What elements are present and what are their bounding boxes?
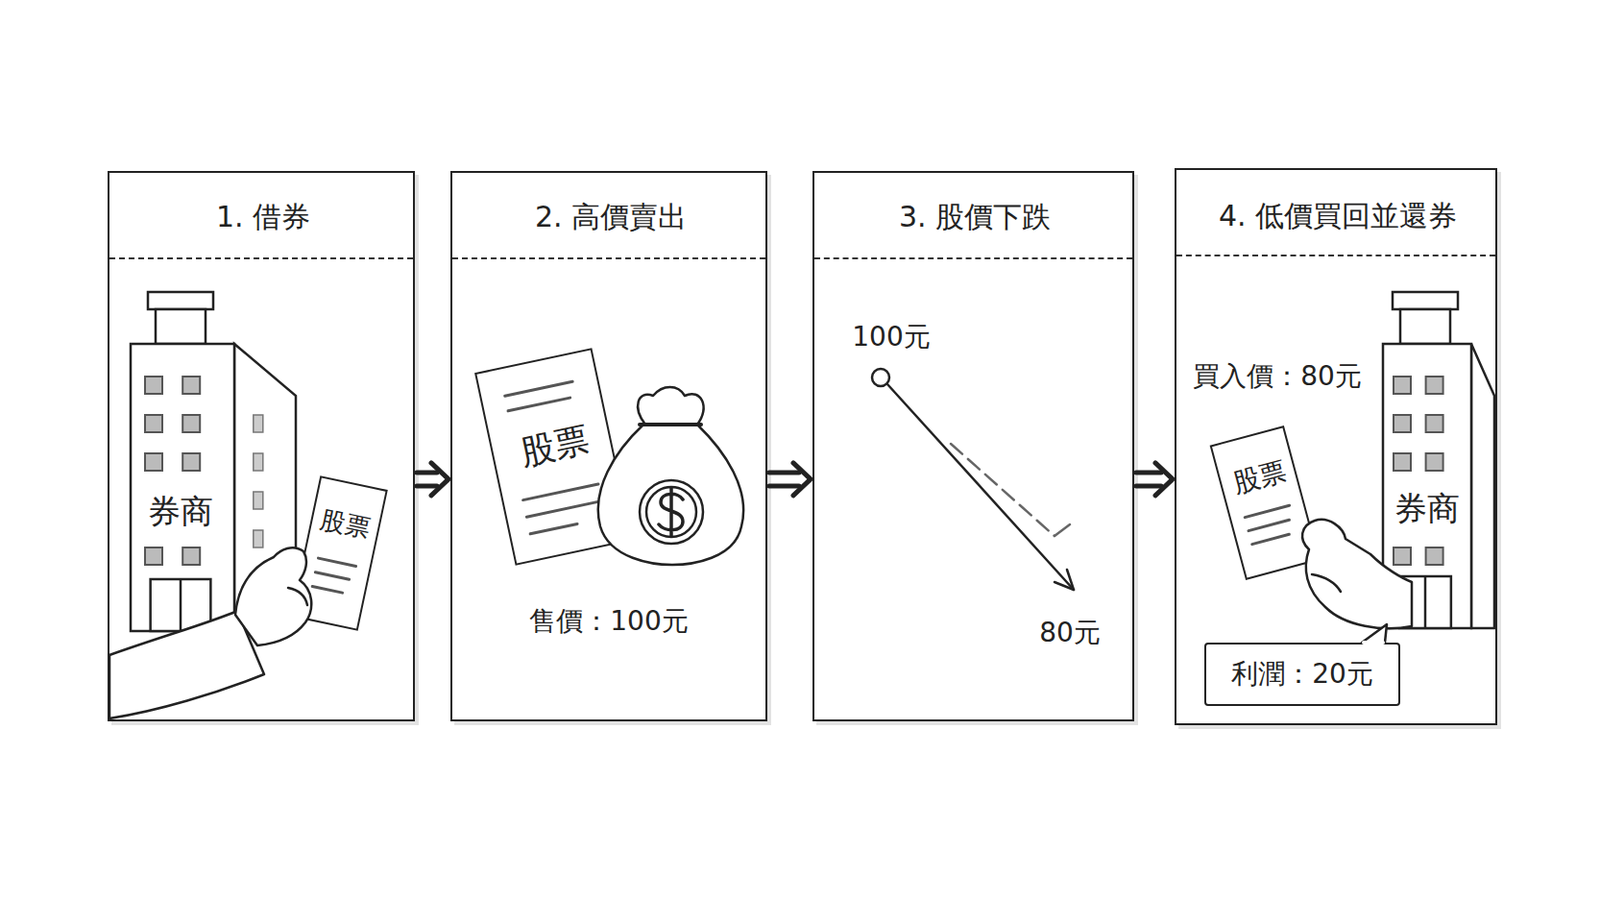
node-label: 股票 bbox=[1230, 456, 1290, 499]
building-outline bbox=[126, 290, 298, 635]
window bbox=[1393, 547, 1411, 565]
text-line bbox=[1252, 533, 1290, 544]
paper-lines bbox=[1212, 428, 1317, 578]
arrow-head bbox=[431, 462, 449, 496]
text-line bbox=[505, 381, 573, 396]
window bbox=[182, 414, 200, 433]
building-front bbox=[130, 343, 235, 631]
profit-callout: 利潤：20元 bbox=[1204, 642, 1401, 706]
door-divider bbox=[179, 579, 183, 631]
side-window bbox=[253, 530, 264, 548]
text-line bbox=[317, 557, 356, 566]
side-window bbox=[253, 414, 264, 433]
header-divider bbox=[109, 257, 413, 260]
flow-arrow bbox=[1136, 462, 1173, 496]
window bbox=[1393, 453, 1411, 471]
building-front bbox=[1382, 343, 1472, 629]
node-label: 券商 bbox=[147, 493, 214, 530]
window bbox=[145, 414, 163, 433]
step-panel: 2. 高價賣出售價：100元 股票 bbox=[450, 170, 768, 722]
window bbox=[145, 376, 163, 394]
door bbox=[150, 579, 212, 631]
roof-cap bbox=[147, 291, 214, 310]
node-label: 售價：100元 bbox=[529, 606, 688, 637]
arrow-head bbox=[1155, 462, 1173, 496]
text-line bbox=[1248, 519, 1290, 531]
arrow-shaft bbox=[416, 483, 437, 488]
node-label: 80元 bbox=[1039, 618, 1101, 649]
window bbox=[1426, 453, 1444, 471]
window bbox=[1393, 376, 1411, 394]
node-label: 100元 bbox=[851, 322, 930, 353]
stock-certificate: 股票 bbox=[474, 347, 633, 566]
arrow-shaft bbox=[769, 469, 800, 475]
window bbox=[1393, 414, 1411, 433]
arrow-shaft bbox=[1136, 469, 1162, 475]
step-heading: 4. 低價買回並還券 bbox=[1218, 199, 1457, 232]
text-line bbox=[1244, 505, 1289, 517]
text-line bbox=[312, 585, 342, 593]
arrow-shaft bbox=[416, 469, 437, 475]
window bbox=[145, 453, 163, 471]
text-line bbox=[315, 572, 349, 580]
text-line bbox=[530, 523, 578, 534]
window bbox=[145, 547, 163, 565]
stock-certificate: 股票 bbox=[1210, 425, 1321, 581]
header-divider bbox=[814, 257, 1133, 260]
node-label: 股票 bbox=[516, 420, 593, 473]
header-divider bbox=[1176, 254, 1496, 257]
text-line bbox=[523, 484, 599, 501]
step-panel: 4. 低價買回並還券買入價：80元券商 股票利潤：20元 bbox=[1174, 168, 1498, 726]
door bbox=[1399, 576, 1452, 629]
window bbox=[182, 547, 200, 565]
broker-building: 券商 bbox=[1379, 290, 1497, 632]
node-label: 券商 bbox=[1394, 490, 1460, 527]
roof-cap bbox=[1392, 291, 1458, 310]
text-line bbox=[526, 501, 598, 517]
step-panel: 3. 股價下跌 100元 80元 bbox=[812, 170, 1135, 722]
step-heading: 3. 股價下跌 bbox=[898, 200, 1051, 233]
arrow-head bbox=[793, 462, 811, 496]
window bbox=[182, 453, 200, 471]
broker-building: 券商 bbox=[126, 290, 298, 635]
arrow-shaft bbox=[1136, 483, 1162, 488]
building-group bbox=[130, 291, 296, 631]
stock-certificate: 股票 bbox=[290, 475, 388, 631]
paper-lines bbox=[292, 478, 386, 629]
building-side bbox=[1471, 343, 1495, 629]
text-line bbox=[508, 397, 571, 412]
side-window bbox=[253, 491, 264, 510]
step-heading: 2. 高價賣出 bbox=[534, 200, 687, 233]
node-label: 買入價：80元 bbox=[1192, 362, 1362, 392]
flow-arrow bbox=[769, 462, 811, 496]
side-window bbox=[253, 453, 264, 471]
building-outline bbox=[1379, 290, 1497, 632]
arrow-shaft bbox=[769, 483, 800, 488]
flow-arrow bbox=[416, 462, 449, 496]
window bbox=[182, 376, 200, 394]
window bbox=[1426, 547, 1444, 565]
window bbox=[1426, 414, 1444, 433]
roof-tower bbox=[1400, 309, 1451, 344]
step-panel: 1. 借券券商 股票 bbox=[107, 170, 415, 722]
roof-tower bbox=[155, 309, 206, 344]
window bbox=[1426, 376, 1444, 394]
step-heading: 1. 借券 bbox=[216, 200, 311, 233]
door-divider bbox=[1424, 576, 1428, 629]
header-divider bbox=[452, 257, 766, 260]
node-label: 股票 bbox=[317, 505, 373, 543]
node-label: 利潤：20元 bbox=[1231, 659, 1374, 690]
building-group bbox=[1382, 291, 1495, 629]
building-side bbox=[234, 343, 296, 631]
